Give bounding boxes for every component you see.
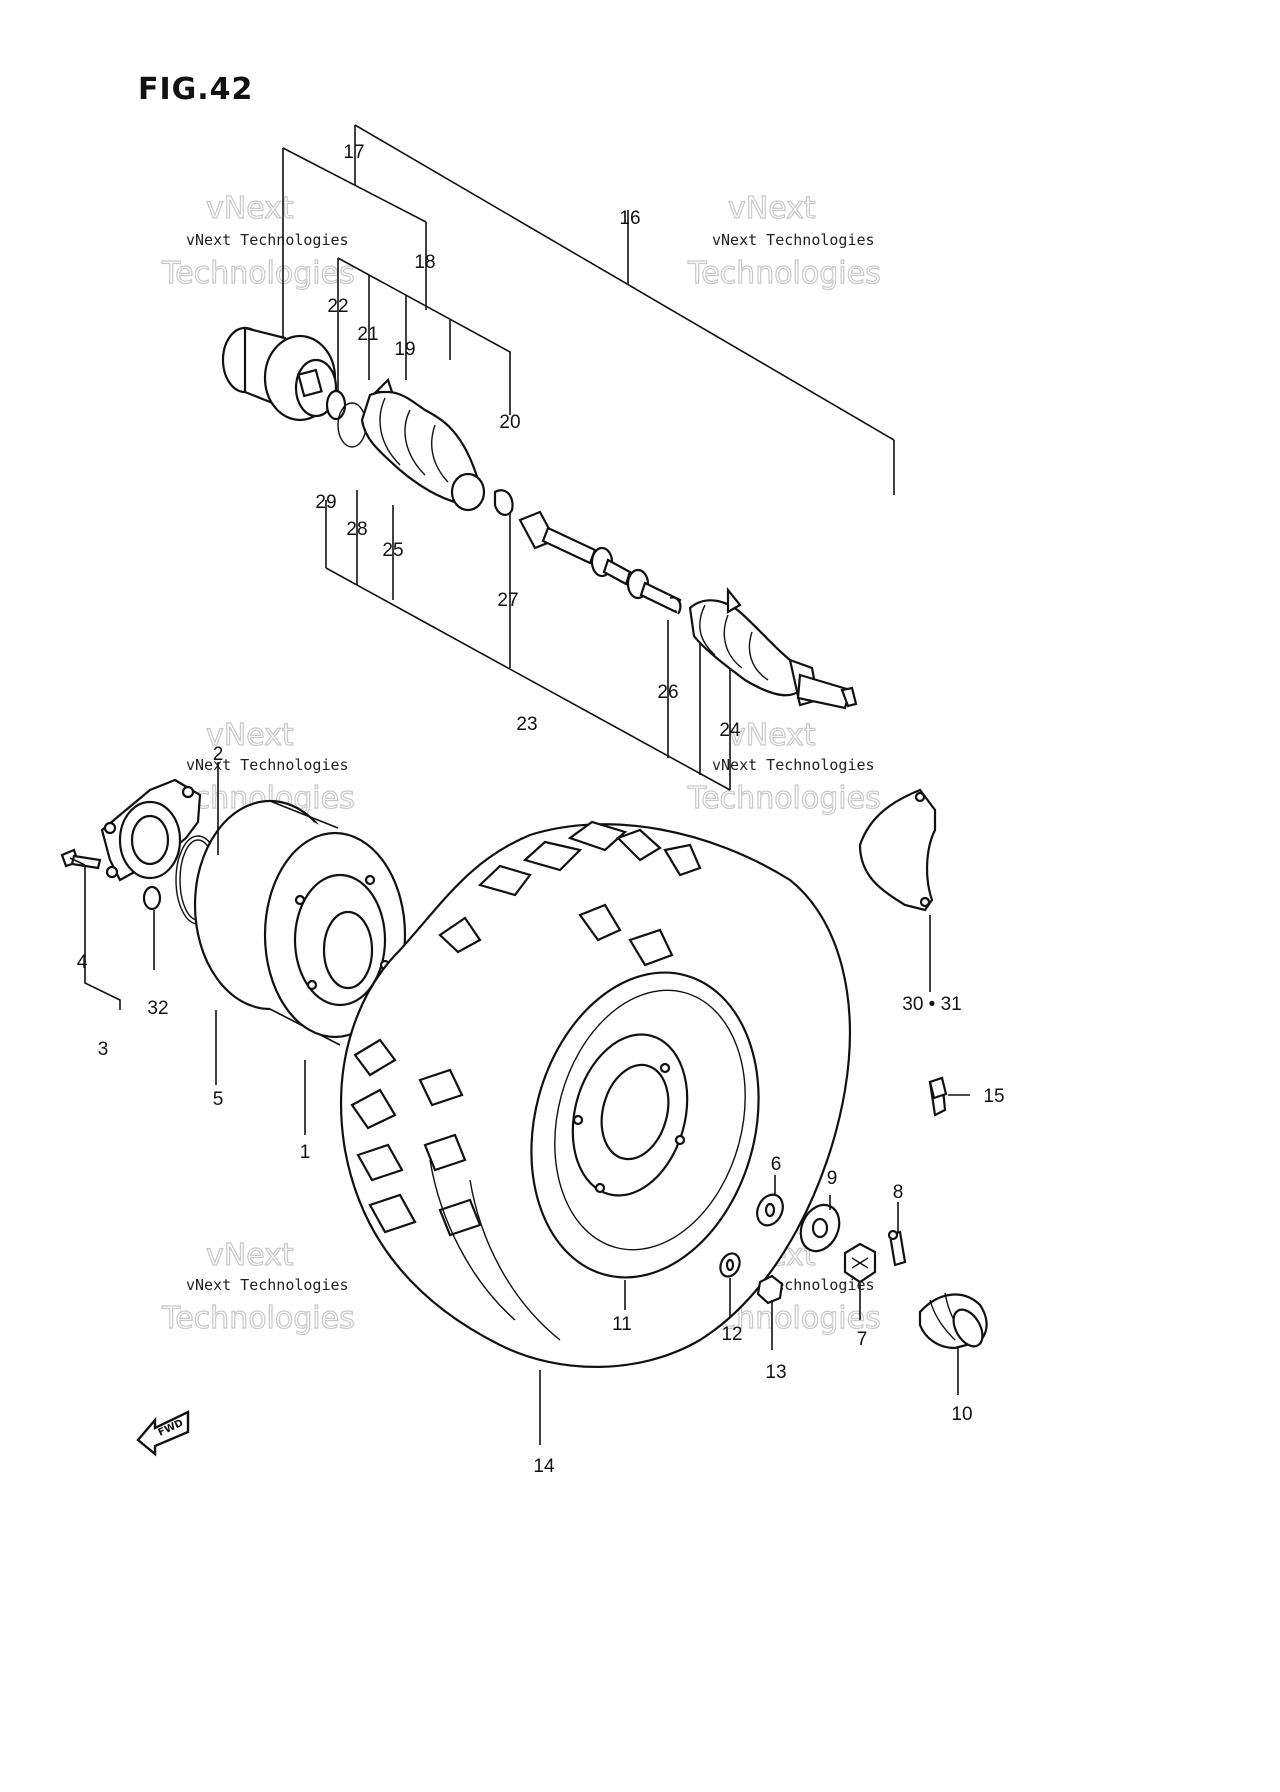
bolt bbox=[60, 848, 102, 870]
callout-8: 8 bbox=[893, 1182, 904, 1203]
callout-15: 15 bbox=[983, 1086, 1004, 1107]
callout-26: 26 bbox=[657, 682, 678, 703]
callout-12: 12 bbox=[721, 1324, 742, 1345]
watermark-text: vNext Technologies bbox=[186, 756, 349, 774]
washer-6 bbox=[756, 1193, 784, 1227]
watermark-technologies: Technologies bbox=[161, 256, 355, 291]
callout-16: 16 bbox=[619, 208, 640, 229]
callout-18: 18 bbox=[414, 252, 435, 273]
callout-25: 25 bbox=[382, 540, 403, 561]
callout-13: 13 bbox=[765, 1362, 786, 1383]
inner-joint-housing bbox=[221, 326, 338, 422]
watermark-vnext: vNext bbox=[206, 191, 294, 226]
watermark-technologies: Technologies bbox=[687, 781, 881, 816]
watermark-text: vNext Technologies bbox=[186, 231, 349, 249]
callout-17: 17 bbox=[343, 142, 364, 163]
watermark-vnext: vNext bbox=[206, 718, 294, 753]
fwd-arrow: FWD bbox=[136, 1410, 190, 1457]
callout-3: 3 bbox=[98, 1039, 109, 1060]
inner-boot bbox=[360, 377, 486, 512]
washer-12 bbox=[719, 1252, 741, 1278]
snap-ring bbox=[337, 402, 367, 448]
watermark-technologies: Technologies bbox=[161, 1301, 355, 1336]
callout-24: 24 bbox=[719, 720, 741, 741]
watermark-text: vNext Technologies bbox=[712, 756, 875, 774]
callout-10: 10 bbox=[951, 1404, 972, 1425]
hub-cover bbox=[858, 788, 937, 912]
callout-22: 22 bbox=[327, 296, 348, 317]
watermark-bottom-left: vNext vNext Technologies Technologies bbox=[160, 1237, 355, 1336]
boot-clamp-small bbox=[493, 489, 514, 516]
figure-title: FIG.42 bbox=[138, 72, 254, 107]
callout-21: 21 bbox=[357, 324, 378, 345]
cotter-pin bbox=[887, 1229, 907, 1267]
callout-6: 6 bbox=[771, 1154, 782, 1175]
brake-panel bbox=[100, 778, 202, 882]
hub-cap bbox=[918, 1292, 988, 1350]
watermark-top-left: vNext vNext Technologies Technologies bbox=[160, 190, 355, 291]
castle-nut bbox=[843, 1242, 877, 1284]
watermark-mid-right: vNext vNext Technologies Technologies bbox=[686, 717, 881, 816]
callout-29: 29 bbox=[315, 492, 336, 513]
drive-shaft-group bbox=[221, 124, 895, 791]
callout-14: 14 bbox=[533, 1456, 555, 1477]
callout-2: 2 bbox=[213, 744, 224, 765]
tire bbox=[340, 820, 851, 1368]
callout-27: 27 bbox=[497, 590, 518, 611]
callout-1: 1 bbox=[300, 1142, 311, 1163]
washer bbox=[142, 885, 162, 911]
callout-9: 9 bbox=[827, 1168, 838, 1189]
callout-19: 19 bbox=[394, 339, 415, 360]
watermark-vnext: vNext bbox=[728, 191, 816, 226]
callout-30-31: 30 • 31 bbox=[902, 994, 961, 1015]
watermark-top-right: vNext vNext Technologies Technologies bbox=[686, 190, 881, 291]
nut-13 bbox=[756, 1274, 784, 1305]
circlip bbox=[325, 389, 347, 421]
callout-20: 20 bbox=[499, 412, 520, 433]
valve-stem bbox=[928, 1076, 948, 1117]
callout-7: 7 bbox=[857, 1329, 868, 1350]
watermark-vnext: vNext bbox=[206, 1238, 294, 1273]
outer-cv-joint bbox=[688, 586, 858, 710]
watermark-vnext: vNext bbox=[728, 718, 816, 753]
callout-32: 32 bbox=[147, 998, 168, 1019]
callout-4: 4 bbox=[77, 952, 88, 973]
callouts: 17 16 18 22 21 19 20 29 28 25 27 23 26 2… bbox=[77, 142, 1005, 1477]
watermark-text: vNext Technologies bbox=[712, 231, 875, 249]
brake-drum bbox=[193, 799, 407, 1060]
leader-lines bbox=[69, 210, 970, 1445]
callout-23: 23 bbox=[516, 714, 537, 735]
callout-28: 28 bbox=[346, 519, 367, 540]
callout-11: 11 bbox=[612, 1314, 632, 1335]
watermark-technologies: Technologies bbox=[687, 256, 881, 291]
watermark-text: vNext Technologies bbox=[186, 1276, 349, 1294]
callout-5: 5 bbox=[213, 1089, 224, 1110]
axle-shaft bbox=[518, 510, 682, 615]
